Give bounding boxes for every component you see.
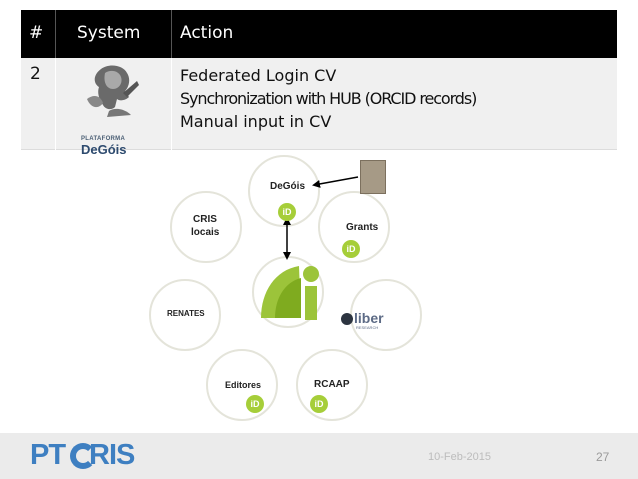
- header-system: System: [77, 23, 141, 43]
- document-thumbnail-icon: [360, 160, 386, 194]
- node-rcaap: [296, 349, 368, 421]
- header-divider: [171, 10, 172, 58]
- row-number: 2: [30, 64, 41, 84]
- liber-logo-text: liber: [354, 310, 384, 326]
- orcid-icon: iD: [342, 240, 360, 258]
- orcid-icon: iD: [310, 395, 328, 413]
- table-row: 2 PLATAFORMA DeGóis Federated Login CV S…: [21, 58, 617, 157]
- orcid-icon: iD: [278, 203, 296, 221]
- action-list: Federated Login CV Synchronization with …: [180, 64, 477, 133]
- liber-logo-subtext: RESEARCH: [356, 325, 379, 330]
- action-item: Manual input in CV: [180, 112, 332, 131]
- action-item: Federated Login CV: [180, 66, 337, 85]
- node-cris: [170, 191, 242, 263]
- slide-footer: PT RIS 10-Feb-2015 27: [0, 433, 638, 479]
- logo-caption-small: PLATAFORMA: [81, 136, 126, 142]
- action-item: Synchronization with HUB (ORCID records): [180, 89, 477, 108]
- label-cris: CRIS: [193, 214, 217, 225]
- arrow-doc-degois: [312, 176, 359, 188]
- table-header: # System Action: [21, 10, 617, 58]
- row-divider: [55, 58, 56, 150]
- node-editores: [206, 349, 278, 421]
- orcid-icon: iD: [246, 395, 264, 413]
- brand-right: RIS: [89, 439, 135, 471]
- node-renates: [149, 279, 221, 351]
- logo-caption-large: DeGóis: [81, 142, 127, 157]
- node-liber: [350, 279, 422, 351]
- brand-c-icon: [70, 443, 96, 469]
- label-editores: Editores: [225, 380, 262, 390]
- row-divider: [171, 58, 172, 150]
- orcid-hub-logo-icon: [257, 262, 321, 324]
- label-locais: locais: [191, 227, 220, 238]
- label-grants: Grants: [346, 222, 379, 233]
- slide-date: 10-Feb-2015: [428, 451, 491, 463]
- header-action: Action: [180, 23, 234, 43]
- liber-logo-icon: liber RESEARCH: [341, 310, 387, 331]
- label-rcaap: RCAAP: [314, 379, 350, 390]
- degois-logo-icon: [79, 63, 145, 127]
- label-degois: DeGóis: [270, 181, 306, 192]
- brand-left: PT: [30, 439, 66, 471]
- header-number: #: [29, 23, 44, 43]
- ptcris-logo-icon: PT RIS: [30, 439, 135, 473]
- header-divider: [55, 10, 56, 58]
- page-number: 27: [596, 450, 610, 464]
- label-renates: RENATES: [167, 309, 205, 318]
